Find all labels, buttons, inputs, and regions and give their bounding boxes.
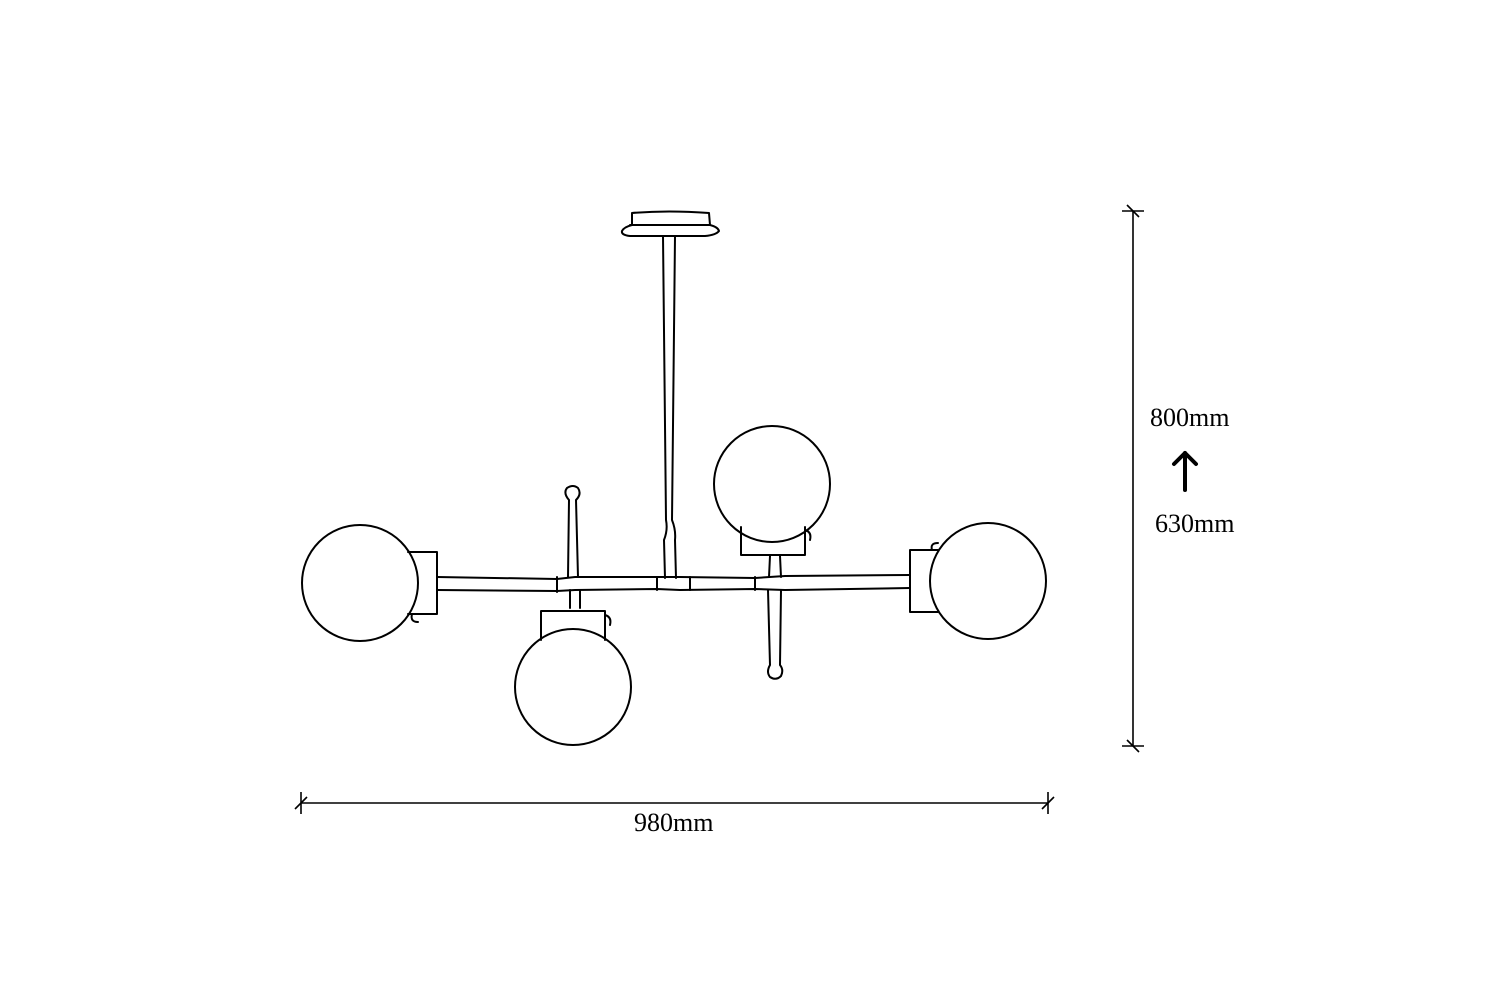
width-label: 980mm (634, 808, 714, 837)
upper-stem-right (768, 555, 782, 578)
globe-right (909, 522, 1047, 640)
lower-stem-left (569, 589, 581, 609)
width-dimension-line (294, 792, 1055, 814)
lower-stem-right (767, 589, 784, 680)
drop-rod (662, 235, 677, 579)
up-arrow-icon (1172, 451, 1198, 492)
globe-upper-right (713, 425, 831, 556)
horizontal-arm (436, 574, 911, 592)
ceiling-canopy (620, 210, 720, 237)
globe-lower-left (514, 610, 632, 746)
min-height-label: 630mm (1155, 509, 1235, 538)
upper-stem-left (564, 485, 581, 578)
max-height-label: 800mm (1150, 403, 1230, 432)
height-dimension-line (1122, 204, 1144, 753)
globe-left (301, 524, 438, 642)
pendant-lamp (301, 210, 1047, 746)
